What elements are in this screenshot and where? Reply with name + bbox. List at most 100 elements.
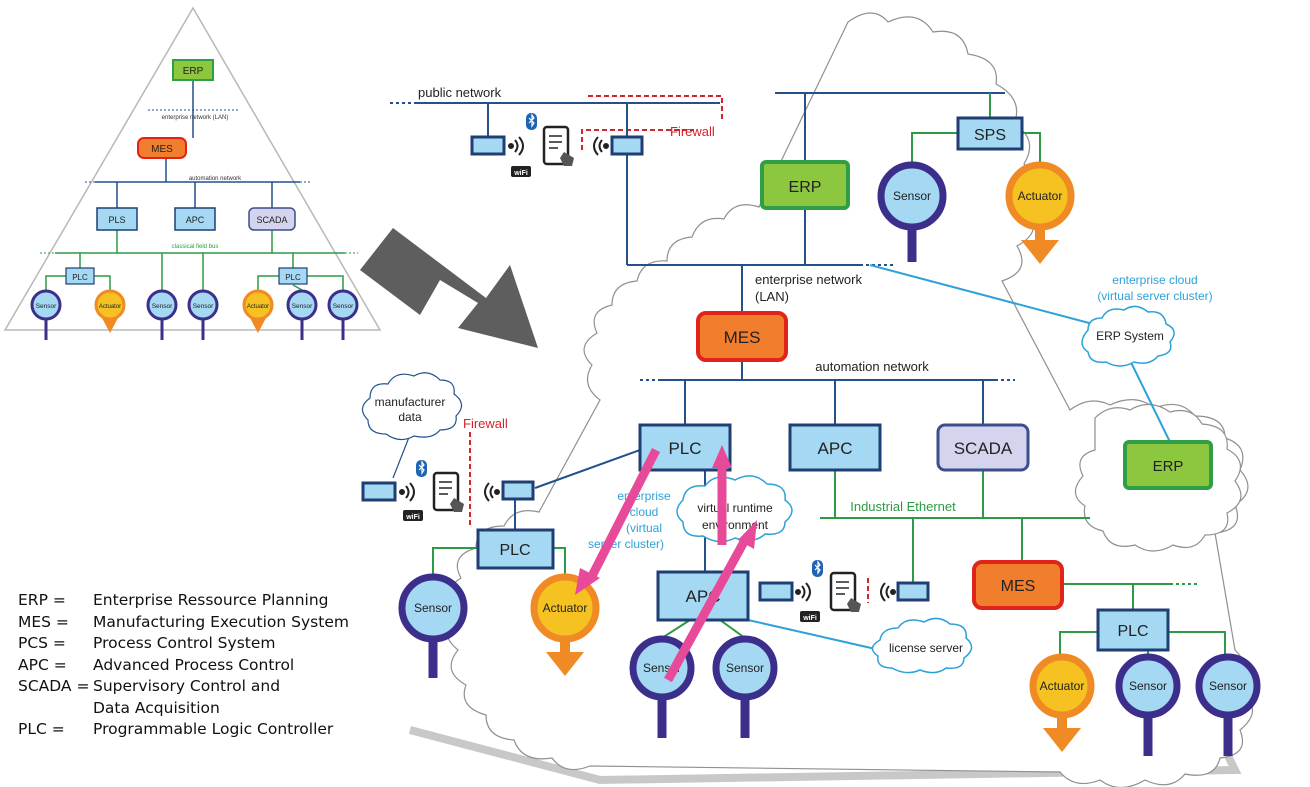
svg-text:Sensor: Sensor bbox=[36, 303, 57, 310]
enterprise-cloud-sub-label: (virtual server cluster) bbox=[1097, 289, 1212, 303]
legend-row-erp: ERP = Enterprise Ressource Planning bbox=[18, 590, 349, 612]
legend-row-plc: PLC =Programmable Logic Controller bbox=[18, 719, 349, 741]
smartphone-icon-2 bbox=[432, 471, 464, 512]
public-network-label: public network bbox=[418, 85, 502, 100]
svg-text:SCADA: SCADA bbox=[954, 439, 1013, 458]
wireless-icon-5 bbox=[795, 582, 811, 602]
svg-text:Sensor: Sensor bbox=[333, 303, 354, 310]
pyramid-erp-label: ERP bbox=[183, 66, 204, 77]
enterprise-cloud-label: enterprise cloud bbox=[1112, 273, 1197, 287]
legend-text: Programmable Logic Controller bbox=[93, 720, 334, 738]
enterprise-cloud-vertical-4: server cluster) bbox=[588, 537, 664, 551]
pyramid-sensor-1: Sensor bbox=[30, 289, 62, 340]
svg-text:Sensor: Sensor bbox=[152, 303, 173, 310]
svg-text:ERP: ERP bbox=[789, 179, 822, 196]
legend-abbr: MES = bbox=[18, 612, 69, 631]
svg-text:SPS: SPS bbox=[974, 127, 1006, 144]
firewall-label-top: Firewall bbox=[670, 124, 715, 139]
legend-row-pcs: PCS =Process Control System bbox=[18, 633, 349, 655]
pyramid-sensor-5: Sensor bbox=[327, 289, 359, 340]
bluetooth-icon-1 bbox=[526, 113, 537, 130]
pyramid-sensor-2: Sensor bbox=[146, 289, 178, 340]
svg-text:Actuator: Actuator bbox=[99, 304, 121, 310]
router-apc bbox=[758, 581, 794, 602]
pyramid-pls-label: PLS bbox=[108, 215, 125, 225]
license-server-label: license server bbox=[889, 641, 963, 655]
legend-abbr: ERP = bbox=[18, 591, 66, 609]
svg-text:APC: APC bbox=[818, 439, 853, 458]
pyramid-fieldbus-label: classical field bus bbox=[172, 244, 219, 250]
svg-text:PLC: PLC bbox=[499, 542, 530, 559]
enterprise-cloud-vertical-2: cloud bbox=[630, 505, 659, 519]
svg-text:Sensor: Sensor bbox=[893, 189, 931, 203]
erp-system-label: ERP System bbox=[1096, 329, 1164, 343]
sensor-apc-1: Sensor bbox=[629, 635, 695, 738]
pyramid-apc-box bbox=[174, 207, 216, 231]
router-plc-left bbox=[501, 480, 535, 501]
wifi-icon-2: wiFi bbox=[403, 510, 423, 521]
sps-box: SPS bbox=[956, 116, 1024, 151]
legend-abbr bbox=[18, 698, 93, 720]
legend-text: Enterprise Ressource Planning bbox=[93, 591, 329, 609]
enterprise-network-label: enterprise network bbox=[755, 272, 862, 287]
environment-label: environment bbox=[702, 518, 769, 532]
actuator-sps: Actuator bbox=[1005, 161, 1075, 264]
enterprise-cloud-vertical-3: (virtual bbox=[626, 521, 662, 535]
legend-text: Supervisory Control and bbox=[93, 677, 281, 695]
router-left bbox=[361, 481, 397, 502]
mes-box-main: MES bbox=[696, 311, 788, 362]
legend-abbr: SCADA = bbox=[18, 677, 90, 695]
svg-text:PLC: PLC bbox=[1117, 623, 1148, 640]
pyramid-erp-box bbox=[172, 59, 214, 81]
transition-arrow bbox=[360, 228, 538, 348]
svg-text:PLC: PLC bbox=[668, 439, 701, 458]
pyramid-mes-label: MES bbox=[151, 144, 173, 155]
pyramid-sensor-4: Sensor bbox=[286, 289, 318, 340]
pyramid-mes-box bbox=[137, 137, 187, 159]
pyramid-apc-label: APC bbox=[186, 215, 205, 225]
svg-text:Sensor: Sensor bbox=[193, 303, 214, 310]
mes-box-lower: MES bbox=[972, 560, 1064, 610]
firewall-label-left: Firewall bbox=[463, 416, 508, 431]
svg-text:ERP: ERP bbox=[1153, 458, 1184, 475]
svg-text:Sensor: Sensor bbox=[1209, 679, 1247, 693]
plc-box-left: PLC bbox=[476, 528, 555, 570]
legend-row-scada-cont: Data Acquisition bbox=[18, 698, 349, 720]
svg-text:MES: MES bbox=[1001, 578, 1036, 595]
automation-network-label: automation network bbox=[815, 359, 929, 374]
sensor-sps: Sensor bbox=[877, 161, 947, 262]
pyramid-overview: ERP enterprise network (LAN) MES automat… bbox=[3, 6, 382, 340]
bluetooth-icon-3 bbox=[812, 560, 823, 577]
pyramid-scada-label: SCADA bbox=[256, 215, 287, 225]
pyramid-plc-label-left: PLC bbox=[72, 273, 88, 282]
svg-text:Sensor: Sensor bbox=[414, 601, 452, 615]
sensor-right-1: Sensor bbox=[1115, 653, 1181, 756]
svg-text:Actuator: Actuator bbox=[543, 601, 588, 615]
industrial-ethernet-label: Industrial Ethernet bbox=[850, 499, 956, 514]
legend-row-scada: SCADA =Supervisory Control and bbox=[18, 676, 349, 698]
wifi-icon-1: wiFi bbox=[511, 166, 531, 177]
legend-row-mes: MES = Manufacturing Execution System bbox=[18, 612, 349, 634]
wireless-icon-2 bbox=[593, 136, 609, 156]
sensor-left: Sensor bbox=[398, 573, 468, 678]
svg-text:Sensor: Sensor bbox=[1129, 679, 1167, 693]
svg-text:Actuator: Actuator bbox=[1018, 189, 1063, 203]
pyramid-plc-box-left bbox=[65, 267, 95, 285]
wireless-icon-3 bbox=[399, 482, 415, 502]
pyramid-enterprise-network-label: enterprise network (LAN) bbox=[162, 115, 229, 121]
virtual-runtime-label: virtual runtime bbox=[697, 501, 773, 515]
pink-flow-arrows bbox=[575, 445, 757, 683]
pyramid-automation-network-label: automation network bbox=[189, 176, 242, 182]
router-firewall-top bbox=[610, 135, 644, 156]
legend-text: Advanced Process Control bbox=[93, 655, 295, 674]
router-industrial bbox=[896, 581, 930, 602]
erp-system-cloud: ERP System bbox=[1081, 305, 1175, 367]
legend-text: Manufacturing Execution System bbox=[93, 612, 349, 631]
svg-text:wiFi: wiFi bbox=[513, 170, 528, 177]
erp-box-right: ERP bbox=[1123, 440, 1213, 490]
legend-abbr: PCS = bbox=[18, 634, 66, 652]
legend-abbr: APC = bbox=[18, 655, 67, 674]
enterprise-network-lan-label: (LAN) bbox=[755, 289, 789, 304]
abbreviation-legend: ERP = Enterprise Ressource Planning MES =… bbox=[18, 590, 349, 741]
